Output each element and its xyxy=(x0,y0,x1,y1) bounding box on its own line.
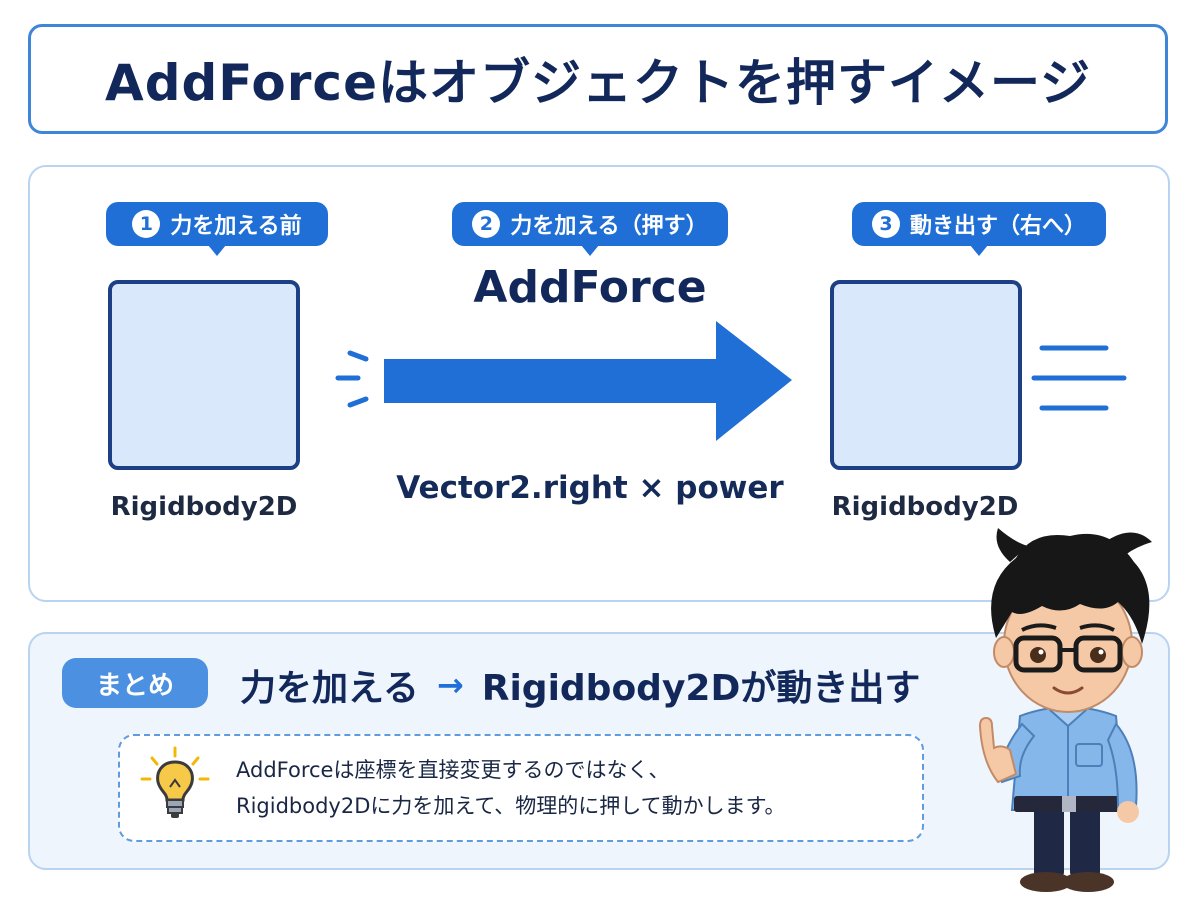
note-line-2: Rigidbody2Dに力を加えて、物理的に押して動かします。 xyxy=(236,794,786,818)
lightbulb-icon xyxy=(140,746,210,818)
mascot-character-illustration xyxy=(978,528,1152,892)
step-number-1: 1 xyxy=(132,210,161,238)
step-label-text-3: 動き出す（右へ） xyxy=(909,214,1086,239)
force-name: AddForce xyxy=(473,262,707,313)
step-label-text-2: 力を加える（押す） xyxy=(510,214,708,239)
force-arrow xyxy=(335,321,792,441)
push-impact-icon xyxy=(335,350,369,408)
rigidbody-after-box xyxy=(830,280,1022,470)
step-number-2: 2 xyxy=(472,210,501,238)
step-label-push: 2 力を加える（押す） xyxy=(452,202,728,256)
summary-arrow-icon: → xyxy=(436,666,464,704)
rigidbody-after-label: Rigidbody2D xyxy=(831,492,1019,522)
rigidbody-before-label: Rigidbody2D xyxy=(110,492,298,522)
step-number-3: 3 xyxy=(871,210,900,238)
summary-right-text: Rigidbody2Dが動き出す xyxy=(481,668,921,709)
step-label-after: 3 動き出す（右へ） xyxy=(852,202,1106,256)
summary-line: 力を加える → Rigidbody2Dが動き出す xyxy=(240,658,920,712)
page-title: AddForceはオブジェクトを押すイメージ xyxy=(105,54,1091,112)
arrow-shape xyxy=(384,321,792,441)
summary-badge: まとめ xyxy=(62,658,208,708)
force-formula: Vector2.right × power xyxy=(396,470,784,506)
rigidbody-before-box xyxy=(108,280,300,470)
title-box: AddForceはオブジェクトを押すイメージ xyxy=(28,24,1168,134)
summary-left-text: 力を加える xyxy=(240,668,419,709)
step-label-before: 1 力を加える前 xyxy=(106,202,328,256)
motion-lines-icon xyxy=(1031,345,1127,411)
note-line-1: AddForceは座標を直接変更するのではなく、 xyxy=(236,758,670,782)
step-label-text-1: 力を加える前 xyxy=(170,214,302,239)
note-text: AddForceは座標を直接変更するのではなく、 Rigidbody2Dに力を加… xyxy=(236,752,916,824)
note-box xyxy=(118,734,924,842)
